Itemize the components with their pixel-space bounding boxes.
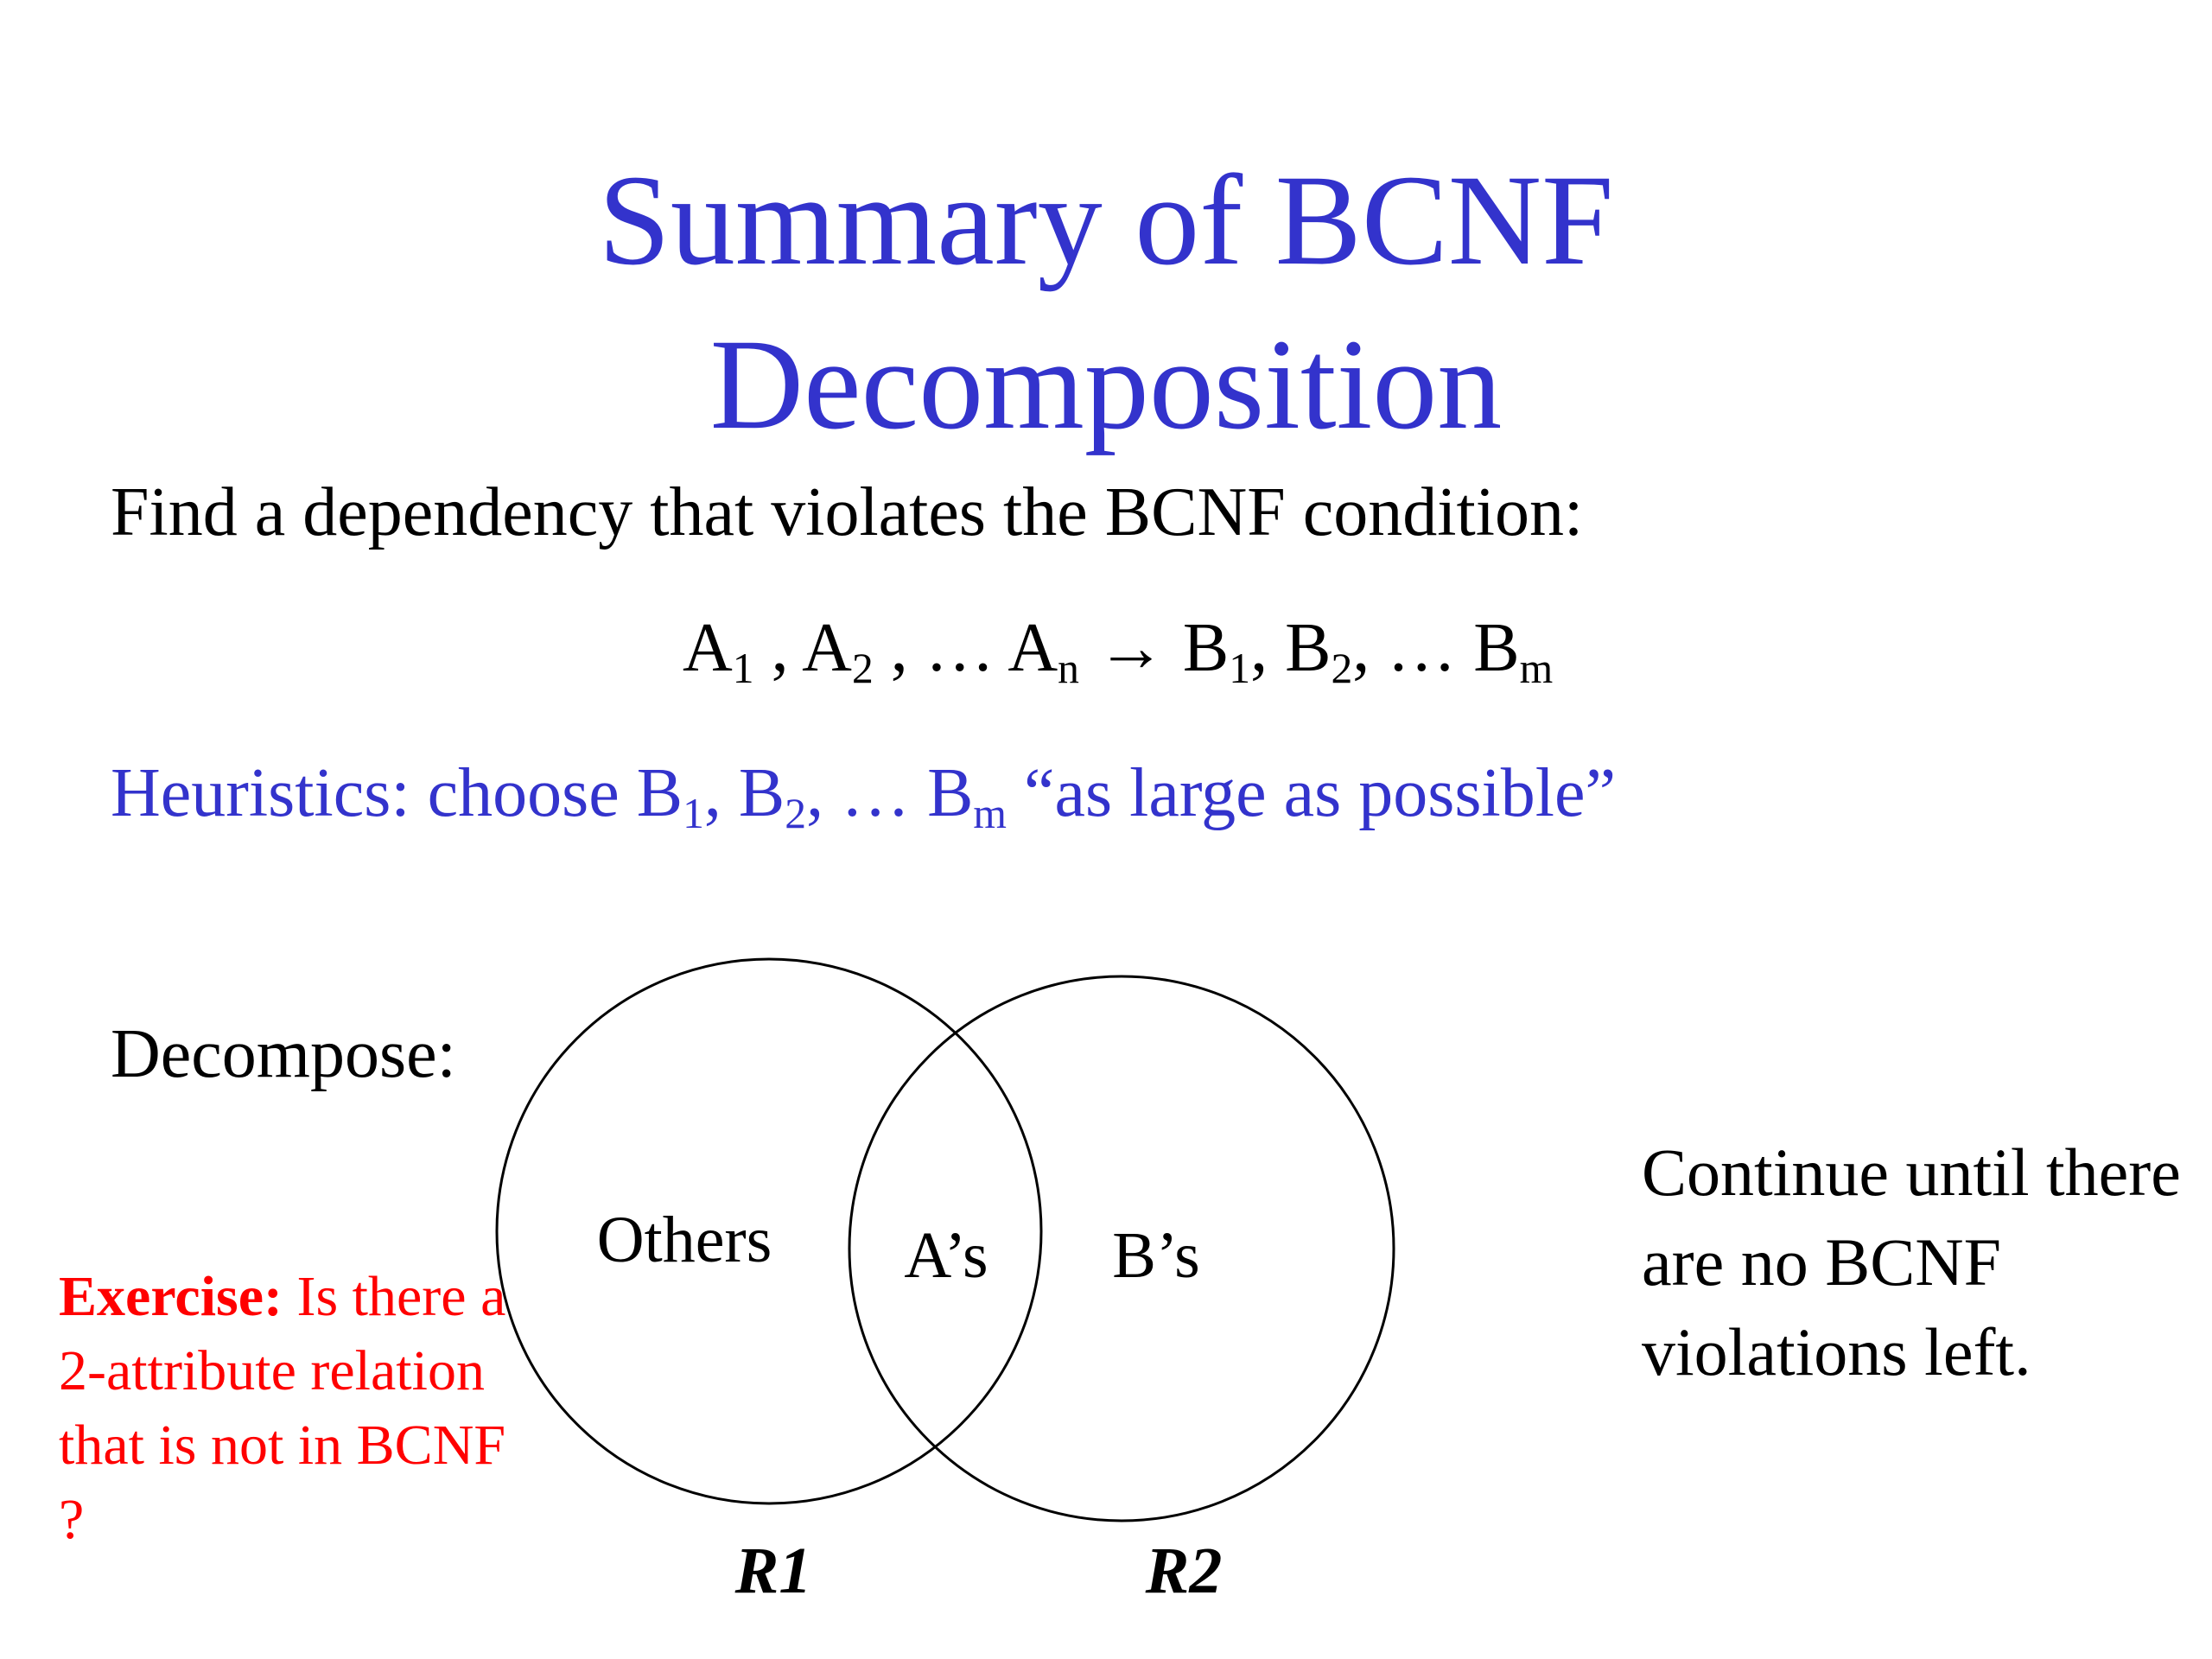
slide-title: Summary of BCNF Decomposition bbox=[0, 138, 2212, 467]
formula-b1: B bbox=[1182, 610, 1230, 686]
heuristics-suffix: “as large as possible” bbox=[1007, 755, 1616, 831]
formula-bm: B bbox=[1473, 610, 1520, 686]
venn-label-right: B’s bbox=[1112, 1219, 1199, 1292]
venn-circle-r2 bbox=[848, 975, 1395, 1522]
formula-an-sub: n bbox=[1058, 644, 1079, 692]
formula-a2-sub: 2 bbox=[851, 644, 874, 692]
formula-dots1: , … bbox=[873, 610, 1008, 686]
venn-label-others: Others bbox=[597, 1204, 772, 1276]
venn-relation-r1: R1 bbox=[734, 1535, 812, 1607]
formula-a1-sub: 1 bbox=[732, 644, 754, 692]
formula-a2: A bbox=[802, 610, 852, 686]
formula-b1-sub: 1 bbox=[1229, 644, 1251, 692]
venn-circle-r1 bbox=[495, 957, 1043, 1505]
exercise-question: Is there a 2-attribute relation that is … bbox=[59, 1265, 506, 1551]
formula-sep1: , bbox=[753, 610, 803, 686]
formula-b2-sub: 2 bbox=[1331, 644, 1353, 692]
formula-dots2: , … bbox=[1352, 610, 1474, 686]
exercise-label: Exercise: bbox=[59, 1265, 283, 1328]
formula-sep2: , bbox=[1250, 610, 1286, 686]
venn-relation-r2: R2 bbox=[1145, 1535, 1223, 1607]
formula-bm-sub: m bbox=[1519, 644, 1554, 692]
venn-label-overlap: A’s bbox=[904, 1219, 988, 1292]
dependency-formula: A1 , A2 , … An → B1, B2, … Bm bbox=[683, 610, 1553, 690]
heuristics-sub-m: m bbox=[973, 789, 1007, 837]
intro-text: Find a dependency that violates the BCNF… bbox=[111, 474, 1584, 550]
continue-note: Continue until there are no BCNF violati… bbox=[1642, 1135, 2181, 1389]
title-line-2: Decomposition bbox=[709, 313, 1503, 456]
title-line-1: Summary of BCNF bbox=[598, 149, 1614, 292]
exercise-note: Exercise: Is there a 2-attribute relatio… bbox=[59, 1260, 508, 1557]
formula-b2: B bbox=[1285, 610, 1332, 686]
heuristics-sub-1: 1 bbox=[683, 789, 704, 837]
decompose-label: Decompose: bbox=[111, 1016, 456, 1092]
formula-arrow: → bbox=[1078, 610, 1183, 686]
heuristics-prefix: Heuristics: choose B bbox=[111, 755, 683, 831]
formula-an: A bbox=[1007, 610, 1058, 686]
heuristics-sub-2: 2 bbox=[785, 789, 807, 837]
heuristics-text: Heuristics: choose B1, B2, … Bm “as larg… bbox=[111, 759, 1616, 835]
heuristics-mid-2: , … B bbox=[806, 755, 974, 831]
formula-a1: A bbox=[683, 610, 733, 686]
heuristics-mid-1: , B bbox=[703, 755, 785, 831]
